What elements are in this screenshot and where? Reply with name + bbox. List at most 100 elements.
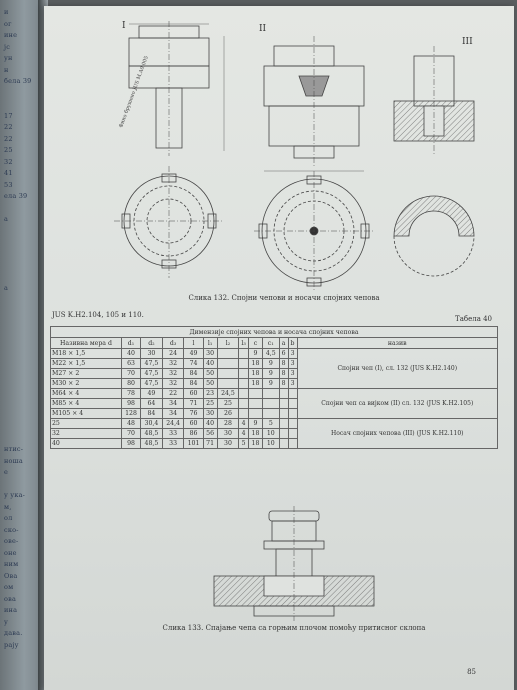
- table-cell: 40: [120, 348, 142, 359]
- table-cell: 40: [202, 358, 218, 369]
- table-cell: 26: [216, 408, 240, 419]
- left-page-text: м,: [4, 502, 12, 511]
- figure-132-drawing: Фино брушено JUS M.A0.005 I: [114, 21, 475, 291]
- table-cell: 10: [261, 438, 280, 449]
- column-header: назив: [296, 337, 499, 349]
- left-page-text: 53: [4, 180, 13, 189]
- table-cell: [238, 358, 249, 369]
- figure-132-caption: Слика 132. Спојни чепови и носачи спојни…: [188, 294, 380, 302]
- table-cell: 24,5: [216, 388, 240, 399]
- left-page-text: ела 39: [4, 192, 28, 200]
- table-cell: [238, 368, 249, 379]
- table-cell: [287, 408, 298, 419]
- column-header: b: [287, 337, 298, 349]
- left-page-text: дава.: [4, 629, 23, 637]
- table-cell: 25: [216, 398, 240, 409]
- table-cell: [278, 398, 289, 409]
- left-page-text: нтис-: [4, 445, 24, 453]
- table-cell: M85 × 4: [50, 398, 122, 409]
- table-cell: 24,4: [161, 418, 185, 429]
- left-page-text: у: [4, 617, 9, 626]
- table-cell: 50: [202, 378, 218, 389]
- table-cell: [261, 398, 280, 409]
- table-cell: 9: [261, 358, 280, 369]
- left-page-text: а: [4, 215, 9, 223]
- book-spine: [38, 0, 48, 690]
- table-cell: 64: [140, 398, 163, 409]
- left-page-text: н: [4, 65, 9, 74]
- table-cell: [287, 388, 298, 399]
- left-page-text: а: [4, 284, 9, 292]
- table-cell: 98: [120, 398, 142, 409]
- part-iii-top-view: [393, 195, 475, 277]
- table-cell: [247, 408, 263, 419]
- table-label: Табела 40: [455, 315, 492, 323]
- table-cell: 47,5: [140, 358, 163, 369]
- page-number: 85: [467, 668, 476, 676]
- table-cell: 80: [120, 378, 142, 389]
- table-cell: 71: [202, 438, 218, 449]
- part-iii-label: III: [462, 37, 473, 47]
- figure-133-drawing: [213, 506, 375, 621]
- part-ii-top-view: [254, 171, 374, 291]
- column-header: d₁: [120, 337, 142, 349]
- table-cell: 9: [247, 348, 263, 359]
- table-cell: 32: [50, 428, 122, 439]
- table-cell: 3: [287, 348, 298, 359]
- table-cell: 30: [202, 348, 218, 359]
- table-cell: 8: [278, 378, 289, 389]
- left-page-text: бела 39: [4, 77, 32, 85]
- part-i-side-view: Фино брушено JUS M.A0.005: [117, 21, 225, 156]
- table-cell: 48: [120, 418, 142, 429]
- table-cell: 25: [50, 418, 122, 429]
- left-page-text: и: [4, 8, 9, 16]
- left-page-text: ова: [4, 594, 17, 603]
- table-cell: 32: [161, 378, 185, 389]
- column-header: c: [247, 337, 263, 349]
- table-cell: 3: [287, 378, 298, 389]
- table-cell: 4: [238, 418, 249, 429]
- table-cell: [247, 388, 263, 399]
- column-header: l: [183, 337, 204, 349]
- table-cell: 10: [261, 428, 280, 439]
- left-page-text: рају: [4, 640, 19, 649]
- table-cell: [238, 348, 249, 359]
- part-i-top-view: [114, 166, 224, 278]
- table-cell: 60: [183, 388, 204, 399]
- left-page-text: 22: [4, 123, 13, 131]
- table-cell: [238, 388, 249, 399]
- table-cell: [216, 378, 240, 389]
- table-cell: 47,5: [140, 378, 163, 389]
- table-cell: [278, 428, 289, 439]
- left-page-text: 22: [4, 134, 13, 143]
- table-cell: 47,5: [140, 368, 163, 379]
- column-header: l₂: [216, 337, 240, 349]
- table-cell: [247, 398, 263, 409]
- table-cell: 84: [140, 408, 163, 419]
- left-page-text: 17: [4, 111, 13, 120]
- table-cell: 86: [183, 428, 204, 439]
- table-cell: 76: [183, 408, 204, 419]
- table-cell: 4,5: [261, 348, 280, 359]
- group-note: Спојни чеп са вијком (II) сл. 132 (JUS K…: [296, 388, 499, 419]
- left-page-text: е: [4, 468, 9, 476]
- group-note: Спојни чеп (I), сл. 132 (JUS K.H2.140): [296, 348, 499, 389]
- table-cell: 30: [140, 348, 163, 359]
- table-cell: [287, 428, 298, 439]
- book-page: Фино брушено JUS M.A0.005 I: [44, 6, 514, 690]
- left-page-text: 32: [4, 157, 13, 166]
- table-cell: 40: [50, 438, 122, 449]
- table-cell: 9: [261, 368, 280, 379]
- left-page-text: 25: [4, 146, 13, 154]
- left-page-text: у ука-: [4, 491, 26, 499]
- table-cell: 24: [161, 348, 185, 359]
- table-cell: [216, 348, 240, 359]
- part-iii-side-view: [393, 46, 475, 156]
- table-cell: 98: [120, 438, 142, 449]
- column-header: c₁: [261, 337, 280, 349]
- left-page-text: Ова: [4, 571, 18, 580]
- table-cell: M22 × 1,5: [50, 358, 122, 369]
